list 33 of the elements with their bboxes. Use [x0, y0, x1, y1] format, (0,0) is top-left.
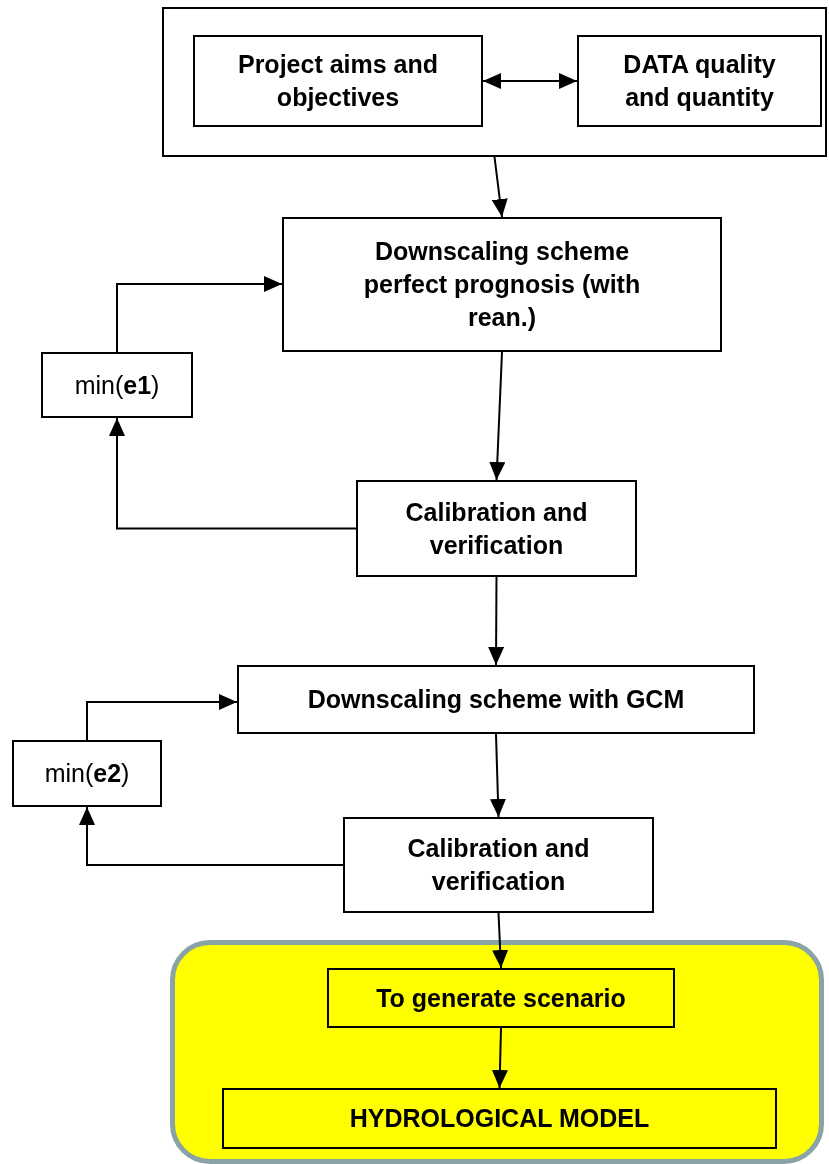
- node-label: min(e1): [74, 369, 160, 401]
- arrow: [86, 694, 238, 741]
- arrow: [79, 806, 344, 866]
- arrow: [491, 156, 508, 218]
- arrow: [488, 576, 505, 666]
- node-label: To generate scenario: [376, 982, 626, 1014]
- group-frame: [162, 7, 827, 157]
- process-box: [327, 968, 675, 1028]
- process-box: [577, 35, 822, 127]
- process-box: [343, 817, 654, 913]
- group-frame: [170, 940, 824, 1164]
- process-box: [12, 740, 162, 807]
- arrow: [482, 73, 578, 89]
- process-box: [41, 352, 193, 418]
- arrow: [492, 912, 509, 969]
- arrow: [489, 351, 506, 481]
- node-label: Calibration and verification: [404, 496, 589, 561]
- node-label: min(e2): [44, 758, 130, 789]
- arrow: [116, 276, 283, 353]
- arrow: [489, 733, 506, 818]
- node-label: DATA quality and quantity: [622, 49, 777, 113]
- process-box: [282, 217, 722, 352]
- node-label: Downscaling scheme perfect prognosis (with rean.): [362, 236, 642, 333]
- arrow: [109, 417, 357, 530]
- process-box: [193, 35, 483, 127]
- node-label: Project aims and objectives: [236, 49, 440, 113]
- node-label: Downscaling scheme with GCM: [307, 684, 685, 715]
- node-label: Calibration and verification: [406, 833, 591, 897]
- process-box: [222, 1088, 777, 1149]
- node-label: HYDROLOGICAL MODEL: [349, 1103, 650, 1134]
- arrow: [491, 1027, 508, 1089]
- process-box: [356, 480, 637, 577]
- process-box: [237, 665, 755, 734]
